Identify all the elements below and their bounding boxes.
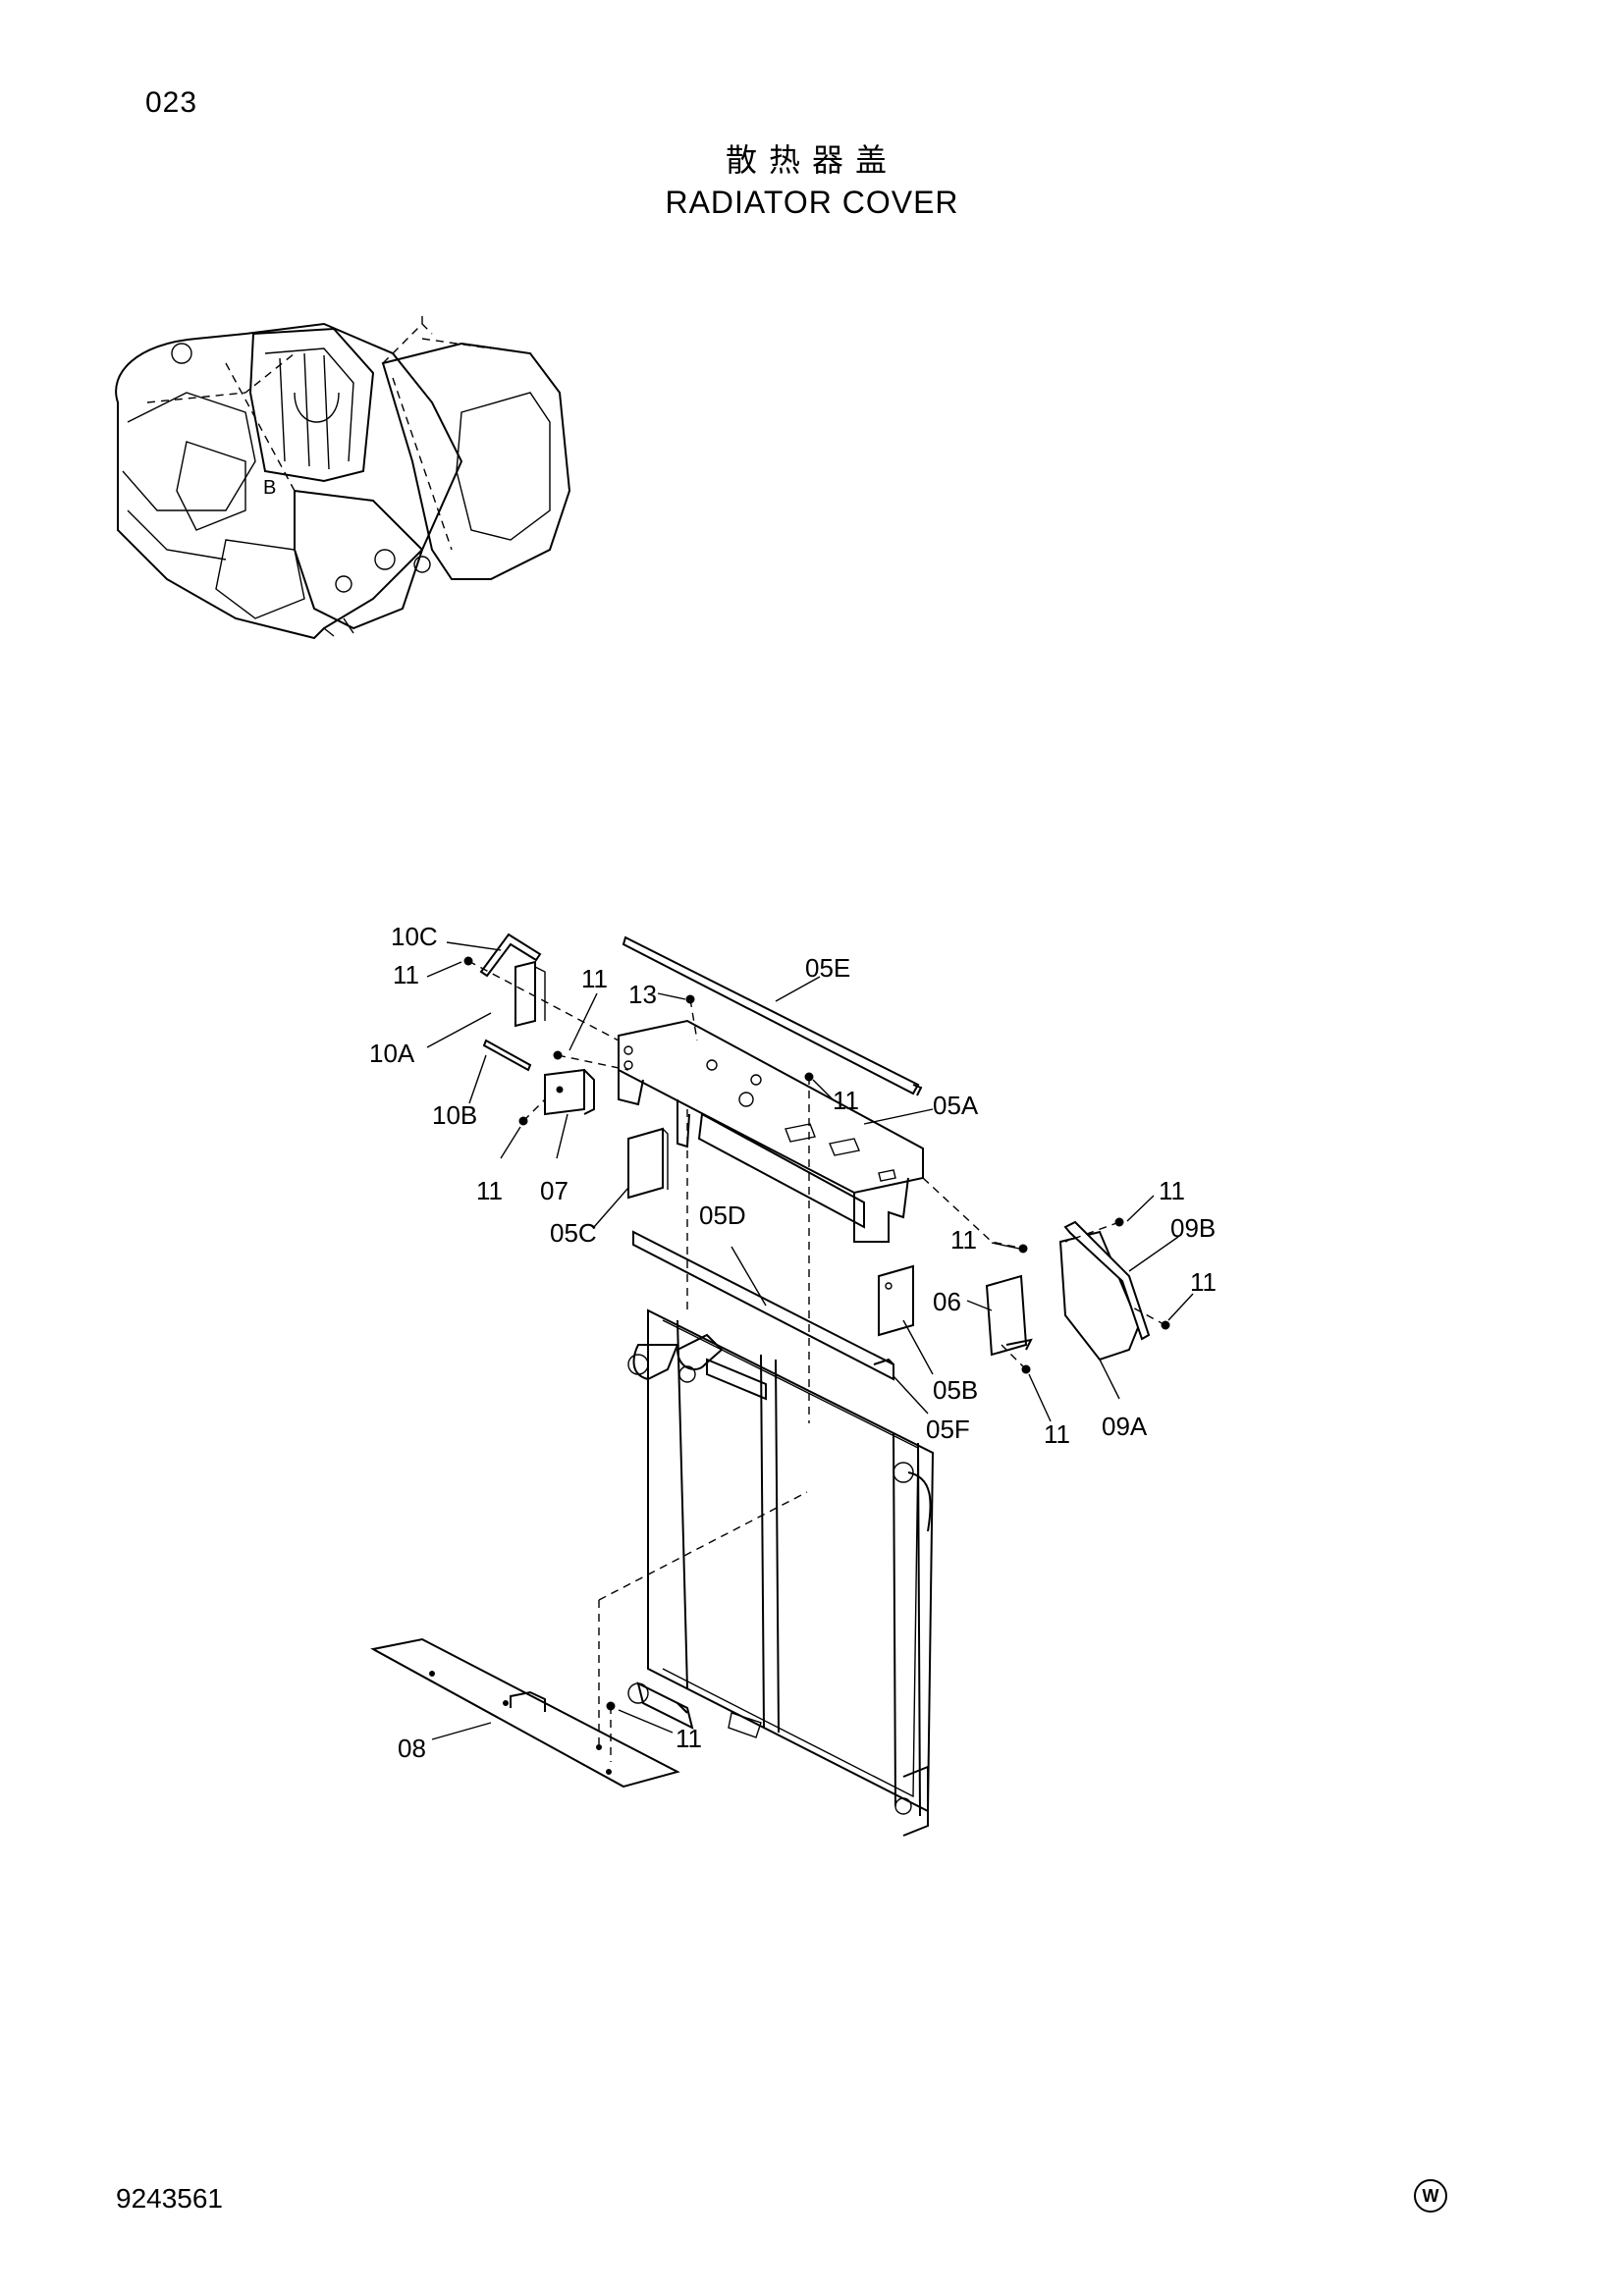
callout-09a: 09A bbox=[1102, 1412, 1148, 1441]
callout-11: 11 bbox=[476, 1176, 503, 1205]
part-05c-pad bbox=[627, 1127, 664, 1200]
callout-11: 11 bbox=[676, 1724, 702, 1753]
part-10a-plate bbox=[514, 960, 536, 1028]
callout-05c: 05C bbox=[550, 1218, 597, 1248]
part-08-bottom-plate bbox=[370, 1637, 680, 1789]
callout-05f: 05F bbox=[926, 1415, 970, 1444]
view-label-b: B bbox=[263, 477, 276, 499]
callout-11: 11 bbox=[581, 964, 608, 993]
page-title-chinese: 散热器盖 bbox=[725, 141, 898, 179]
callout-11: 11 bbox=[393, 960, 419, 989]
callout-05b: 05B bbox=[933, 1375, 978, 1405]
part-09b-seal-strip bbox=[1063, 1220, 1151, 1341]
callout-05d: 05D bbox=[699, 1201, 746, 1230]
part-07-bracket bbox=[544, 1068, 585, 1116]
part-05b-pad bbox=[878, 1264, 914, 1337]
callout-11: 11 bbox=[1044, 1419, 1070, 1449]
callout-13: 13 bbox=[628, 980, 657, 1009]
part-10b-strip bbox=[482, 1039, 532, 1072]
callout-10b: 10B bbox=[432, 1100, 477, 1130]
machine-overview-illustration bbox=[115, 316, 571, 640]
part-05a-cover-bracket bbox=[618, 1019, 924, 1243]
callout-11: 11 bbox=[1159, 1176, 1185, 1205]
callout-09b: 09B bbox=[1170, 1213, 1216, 1243]
radiator-core bbox=[627, 1308, 935, 1837]
part-05e-strip bbox=[622, 935, 920, 1095]
callout-11: 11 bbox=[1190, 1267, 1217, 1297]
part-09a-side-cover bbox=[1058, 1230, 1141, 1362]
document-number: 9243561 bbox=[116, 2183, 224, 2214]
radiator-cover-exploded-view bbox=[370, 933, 1194, 1837]
callout-10a: 10A bbox=[369, 1039, 415, 1068]
callout-11: 11 bbox=[833, 1086, 859, 1115]
page-number: 023 bbox=[145, 86, 198, 119]
part-06-bracket bbox=[985, 1274, 1028, 1357]
callout-07: 07 bbox=[540, 1176, 568, 1205]
callout-08: 08 bbox=[398, 1734, 426, 1763]
callout-10c: 10C bbox=[391, 922, 438, 951]
callout-05e: 05E bbox=[805, 953, 850, 983]
page-title-english: RADIATOR COVER bbox=[665, 185, 959, 220]
part-05d-bar bbox=[632, 1230, 894, 1381]
callout-06: 06 bbox=[933, 1287, 961, 1316]
callout-11: 11 bbox=[950, 1225, 977, 1255]
w-mark-icon: W bbox=[1414, 2179, 1447, 2213]
callout-05a: 05A bbox=[933, 1091, 979, 1120]
